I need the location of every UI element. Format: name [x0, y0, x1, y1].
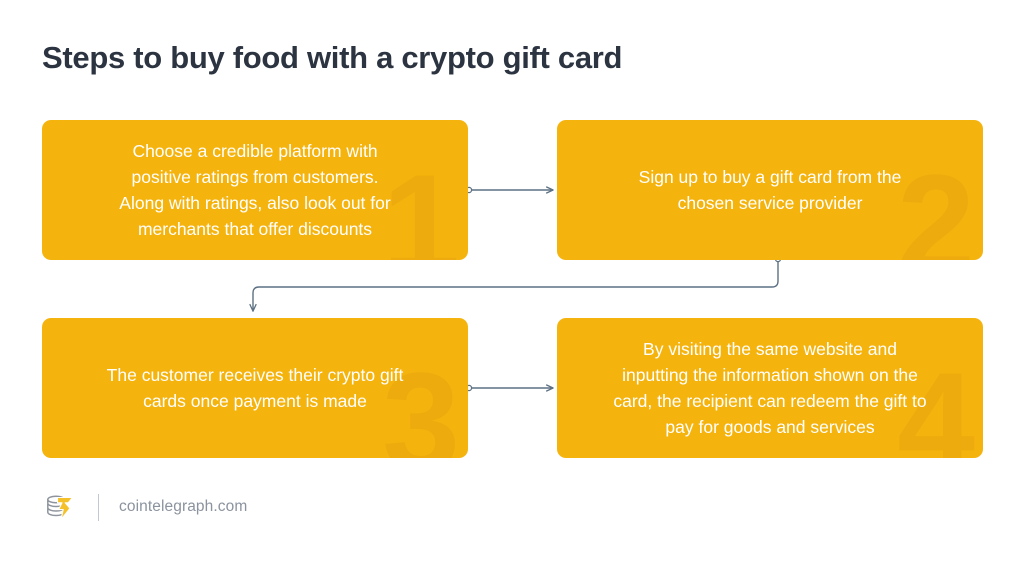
step-box-1[interactable]: 1 Choose a credible platform with positi… — [42, 120, 468, 260]
footer-brand-text: cointelegraph.com — [119, 498, 248, 515]
connector-2-to-3 — [249, 255, 782, 312]
step-box-2[interactable]: 2 Sign up to buy a gift card from the ch… — [557, 120, 983, 260]
step-box-4[interactable]: 4 By visiting the same website and input… — [557, 318, 983, 458]
step-box-3[interactable]: 3 The customer receives their crypto gif… — [42, 318, 468, 458]
page-title: Steps to buy food with a crypto gift car… — [42, 40, 623, 75]
step-text-4: By visiting the same website and inputti… — [613, 339, 927, 437]
connector-1-to-2 — [465, 186, 554, 194]
footer: cointelegraph.com — [42, 487, 247, 527]
step-text-3: The customer receives their crypto gift … — [106, 365, 404, 411]
cointelegraph-logo-icon — [47, 495, 74, 521]
footer-divider — [98, 493, 99, 521]
connector-3-to-4 — [465, 384, 554, 392]
step-text-2: Sign up to buy a gift card from the chos… — [638, 167, 902, 213]
step-text-1: Choose a credible platform with positive… — [119, 141, 391, 239]
